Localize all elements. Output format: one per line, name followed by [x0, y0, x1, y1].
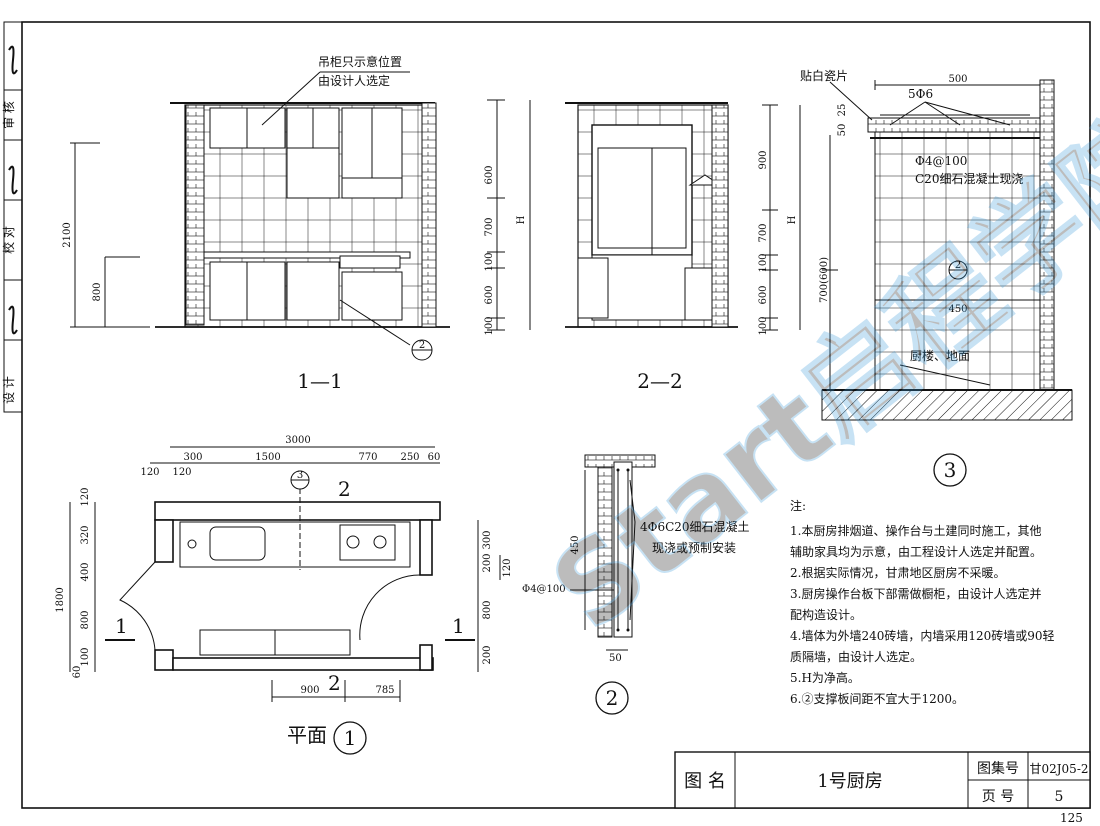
title-page-value: 5 [1055, 789, 1064, 805]
dim-500: 500 [948, 74, 967, 85]
detail-2: 4Φ6C20细石混凝土 现浇或预制安装 Φ4@100 450 50 2 [522, 454, 750, 715]
signature-2 [8, 165, 18, 195]
elevation-1-1: 吊柜只示意位置 由设计人选定 2100 800 600 700 100 600 … [62, 54, 531, 393]
sidebar: 设 计 校 对 审 核 [1, 21, 23, 413]
plan-section-2-top: 2 [338, 477, 351, 501]
title-block: 图 名 1号厨房 图集号 甘02J05-2 页 号 5 [674, 751, 1091, 809]
title-atlas-value: 甘02J05-2 [1029, 762, 1088, 776]
detail-3-number: 3 [944, 458, 957, 482]
elev-2-2-label: 2—2 [637, 369, 682, 393]
signature-3 [8, 305, 18, 335]
rebar-5phi6: 5Φ6 [908, 87, 933, 101]
plan-dim-900: 900 [300, 685, 319, 696]
dim-700-b: 700 [758, 223, 769, 242]
plan-dim-r-120: 120 [502, 558, 513, 577]
notes-title: 注: [790, 498, 806, 513]
plan-dim-l-120: 120 [80, 487, 91, 506]
plan-number: 1 [344, 726, 357, 750]
plan-section-3: 3 [297, 470, 303, 481]
elev-1-1-label: 1—1 [297, 369, 342, 393]
note-3b: 配构造设计。 [790, 607, 862, 622]
plan-dim-r-200: 200 [482, 553, 493, 572]
sidebar-cell-check: 校 对 [1, 226, 16, 254]
plan-dim-3000: 3000 [285, 435, 310, 446]
sidebar-cell-review: 审 核 [1, 101, 16, 129]
detail-3-concrete: C20细石混凝土现浇 [915, 171, 1023, 186]
elev-1-1-section-mark: 2 [419, 340, 425, 351]
elevation-2-2: 900 700 100 600 100 H 2—2 [565, 102, 801, 393]
dim-2100: 2100 [62, 222, 73, 247]
detail-2-height: 450 [570, 535, 581, 554]
plan-dim-785: 785 [375, 685, 394, 696]
plan-dim-l-320: 320 [80, 525, 91, 544]
detail-2-rebar2: 现浇或预制安装 [652, 540, 736, 555]
note-4a: 4.墙体为外墙240砖墙，内墙采用120砖墙或90轻 [790, 628, 1055, 643]
dim-25: 25 [837, 104, 848, 117]
dim-900: 900 [758, 150, 769, 169]
plan-dim-l-100: 100 [80, 647, 91, 666]
dim-h: H [516, 215, 527, 224]
detail-2-mesh: Φ4@100 [522, 584, 566, 595]
plan-dim-l-400: 400 [80, 562, 91, 581]
note-3a: 3.厨房操作台板下部需做橱柜，由设计人选定并 [790, 586, 1041, 601]
dim-700-600: 700(600) [819, 257, 830, 303]
dim-100-b: 100 [484, 316, 495, 335]
plan-1: 3 2 2 1 1 3000 300 1500 770 250 60 120 1… [55, 435, 513, 755]
plan-section-2-bottom: 2 [328, 671, 341, 695]
plan-section-1-right: 1 [452, 614, 465, 638]
plan-dim-r-200-b: 200 [482, 645, 493, 664]
title-page-label: 页 号 [982, 789, 1014, 805]
floor-label: 厨楼、地面 [910, 348, 970, 363]
sheet-border [21, 21, 1091, 809]
title-atlas-label: 图集号 [977, 760, 1019, 777]
note-5: 5.H为净高。 [790, 670, 860, 685]
dim-50: 50 [837, 124, 848, 137]
detail-3-section-mark: 2 [955, 260, 961, 271]
dim-600-lower: 600 [484, 285, 495, 304]
plan-dim-1500: 1500 [255, 452, 280, 463]
callout-line-2: 由设计人选定 [318, 73, 390, 88]
note-2: 2.根据实际情况，甘肃地区厨房不采暖。 [790, 565, 1005, 580]
detail-2-width: 50 [609, 653, 622, 664]
callout-line-1: 吊柜只示意位置 [318, 54, 402, 69]
dim-600-c: 600 [758, 285, 769, 304]
note-4b: 质隔墙，由设计人选定。 [790, 649, 922, 664]
plan-dim-l-60: 60 [72, 666, 83, 679]
plan-dim-250: 250 [400, 452, 419, 463]
dim-100-a: 100 [484, 252, 495, 271]
plan-dim-r-300: 300 [482, 530, 493, 549]
detail-3-mesh: Φ4@100 [915, 154, 967, 168]
detail-2-rebar: 4Φ6C20细石混凝土 [640, 519, 750, 534]
dim-800: 800 [92, 282, 103, 301]
title-name-label: 图 名 [684, 771, 726, 792]
sidebar-cell-design: 设 计 [2, 376, 16, 404]
plan-section-1-left: 1 [115, 614, 128, 638]
dim-100-d: 100 [758, 316, 769, 335]
signature-1 [8, 45, 18, 75]
note-6: 6.②支撑板间距不宜大于1200。 [790, 691, 964, 706]
plan-dim-300: 300 [183, 452, 202, 463]
plan-dim-l-800: 800 [80, 610, 91, 629]
plan-dim-r-800: 800 [482, 600, 493, 619]
title-name-value: 1号厨房 [817, 771, 882, 792]
detail-2-number: 2 [606, 686, 619, 710]
tile-label: 贴白瓷片 [800, 68, 848, 83]
plan-dim-120-b: 120 [172, 467, 191, 478]
plan-dim-770: 770 [358, 452, 377, 463]
plan-dim-60: 60 [428, 452, 441, 463]
notes: 注: 1.本厨房排烟道、操作台与土建同时施工，其他 辅助家具均为示意，由工程设计… [790, 498, 1055, 706]
dim-450: 450 [948, 304, 967, 315]
plan-dim-120-a: 120 [140, 467, 159, 478]
detail-3: 500 25 50 贴白瓷片 5Φ6 Φ4@100 C20细石混凝土现浇 700… [800, 68, 1073, 487]
plan-label: 平面 [287, 723, 327, 747]
dim-600-upper: 600 [484, 165, 495, 184]
plan-dim-l-1800: 1800 [55, 587, 66, 612]
note-1a: 1.本厨房排烟道、操作台与土建同时施工，其他 [790, 523, 1041, 538]
page-corner-number: 125 [1060, 811, 1083, 822]
dim-h-2: H [787, 215, 798, 224]
note-1b: 辅助家具均为示意，由工程设计人选定并配置。 [790, 544, 1042, 559]
dim-700: 700 [484, 217, 495, 236]
dim-100-c: 100 [758, 253, 769, 272]
